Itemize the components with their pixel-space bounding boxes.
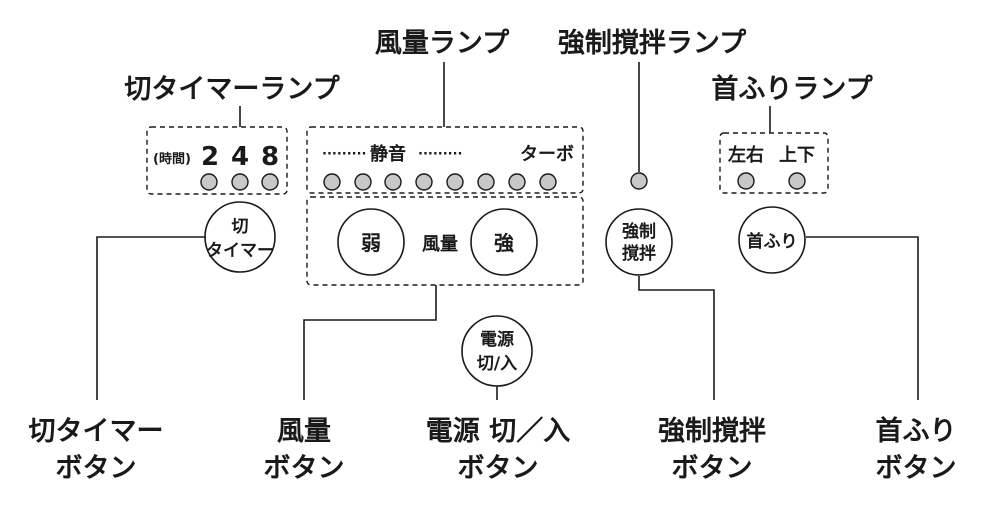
wind-button-caption-2: ボタン [264, 453, 345, 484]
forced-stir-lamp-label: 強制撹拌ランプ [558, 28, 747, 59]
swing-lamp-label: 首ふりランプ [711, 73, 873, 105]
wind-button-group-label: 風量 [422, 233, 458, 255]
off-timer-button[interactable]: 切 タイマー [204, 201, 276, 273]
top-leader-lines [239, 62, 771, 172]
wind-level-lamp-8 [539, 173, 557, 191]
turbo-label: ターボ [520, 144, 574, 165]
timer-2h-lamp [200, 173, 218, 191]
forced-stir-button-caption-2: ボタン [672, 453, 753, 484]
weak-button-label: 弱 [361, 231, 381, 255]
wind-button-caption-1: 風量 [277, 416, 331, 447]
timer-8h-lamp [261, 173, 279, 191]
wind-level-lamp-4 [415, 173, 433, 191]
wind-level-lamp-1 [323, 173, 341, 191]
quiet-dots-right: ········· [418, 147, 462, 162]
off-timer-button-line1: 切 [232, 217, 249, 237]
off-timer-button-caption-2: ボタン [56, 453, 137, 484]
power-button-caption-2: ボタン [458, 453, 539, 484]
wind-level-lamp-2 [354, 173, 372, 191]
swing-ud-lamp [788, 172, 806, 190]
wind-level-lamp-5 [446, 173, 464, 191]
bottom-leader-lines [96, 236, 919, 400]
timer-4h-lamp [231, 173, 249, 191]
forced-stir-button-caption-1: 強制撹拌 [658, 416, 766, 447]
wind-level-lamp-6 [477, 173, 495, 191]
swing-lr-lamp [737, 172, 755, 190]
swing-lamp-panel-border [719, 132, 829, 194]
wind-level-lamp-3 [384, 173, 402, 191]
forced-stir-button-line1: 強制 [622, 221, 656, 242]
timer-4h-number: 4 [231, 142, 249, 172]
timer-2h-number: 2 [201, 142, 219, 172]
swing-button-caption-2: ボタン [876, 453, 957, 484]
off-timer-panel-border [146, 126, 288, 195]
power-button-line1: 電源 [480, 329, 514, 350]
forced-stir-lamp [630, 172, 648, 190]
wind-lamp-panel-border [306, 126, 584, 194]
forced-stir-button[interactable]: 強制 撹拌 [605, 208, 673, 276]
off-timer-button-line2: タイマー [206, 241, 274, 261]
strong-button[interactable]: 強 [470, 208, 538, 276]
weak-button[interactable]: 弱 [337, 208, 405, 276]
swing-button[interactable]: 首ふり [738, 206, 806, 274]
power-button-caption-1: 電源 切／入 [426, 416, 570, 447]
off-timer-lamp-label: 切タイマーランプ [124, 74, 340, 105]
swing-ud-label: 上下 [779, 145, 815, 166]
timer-8h-number: 8 [261, 142, 279, 172]
quiet-dots-left: ········· [322, 147, 366, 162]
wind-level-lamp-7 [508, 173, 526, 191]
swing-button-caption-1: 首ふり [876, 415, 957, 447]
power-button-line2: 切/入 [477, 354, 517, 374]
wind-lamp-label: 風量ランプ [375, 28, 510, 59]
strong-button-label: 強 [494, 231, 514, 255]
swing-button-label: 首ふり [747, 231, 798, 252]
off-timer-button-caption-1: 切タイマー [29, 416, 164, 447]
forced-stir-button-line2: 撹拌 [622, 243, 656, 264]
timer-hours-label: (時間) [153, 151, 191, 167]
quiet-label: 静音 [370, 143, 406, 165]
swing-lr-label: 左右 [728, 144, 764, 166]
power-button[interactable]: 電源 切/入 [461, 315, 533, 387]
